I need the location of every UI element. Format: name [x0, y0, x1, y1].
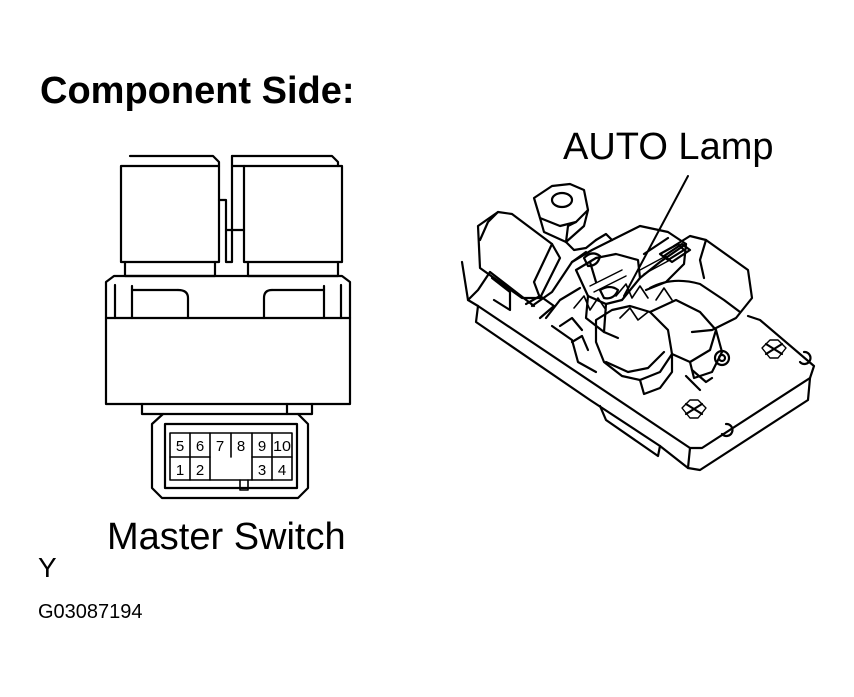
master-switch-label: Master Switch [107, 516, 346, 558]
auto-lamp-leader-line [623, 175, 689, 297]
figure-code: G03087194 [38, 601, 143, 623]
pin-label: 1 [176, 462, 184, 479]
pin-label: 3 [258, 462, 266, 479]
connector-pin-labels: 5 6 7 8 9 10 1 2 3 4 [176, 438, 291, 479]
pin-label: 10 [273, 438, 291, 455]
corner-letter: Y [38, 552, 57, 583]
pin-label: 6 [196, 438, 204, 455]
pin-label: 9 [258, 438, 266, 455]
pin-label: 4 [278, 462, 286, 479]
pin-label: 2 [196, 462, 204, 479]
master-switch-front-view [104, 154, 352, 500]
master-switch-isometric-view [460, 182, 816, 472]
pin-label: 8 [237, 438, 245, 455]
pin-label: 5 [176, 438, 184, 455]
pin-label: 7 [216, 438, 224, 455]
auto-lamp-label: AUTO Lamp [563, 126, 774, 168]
page-title: Component Side: [40, 70, 355, 112]
